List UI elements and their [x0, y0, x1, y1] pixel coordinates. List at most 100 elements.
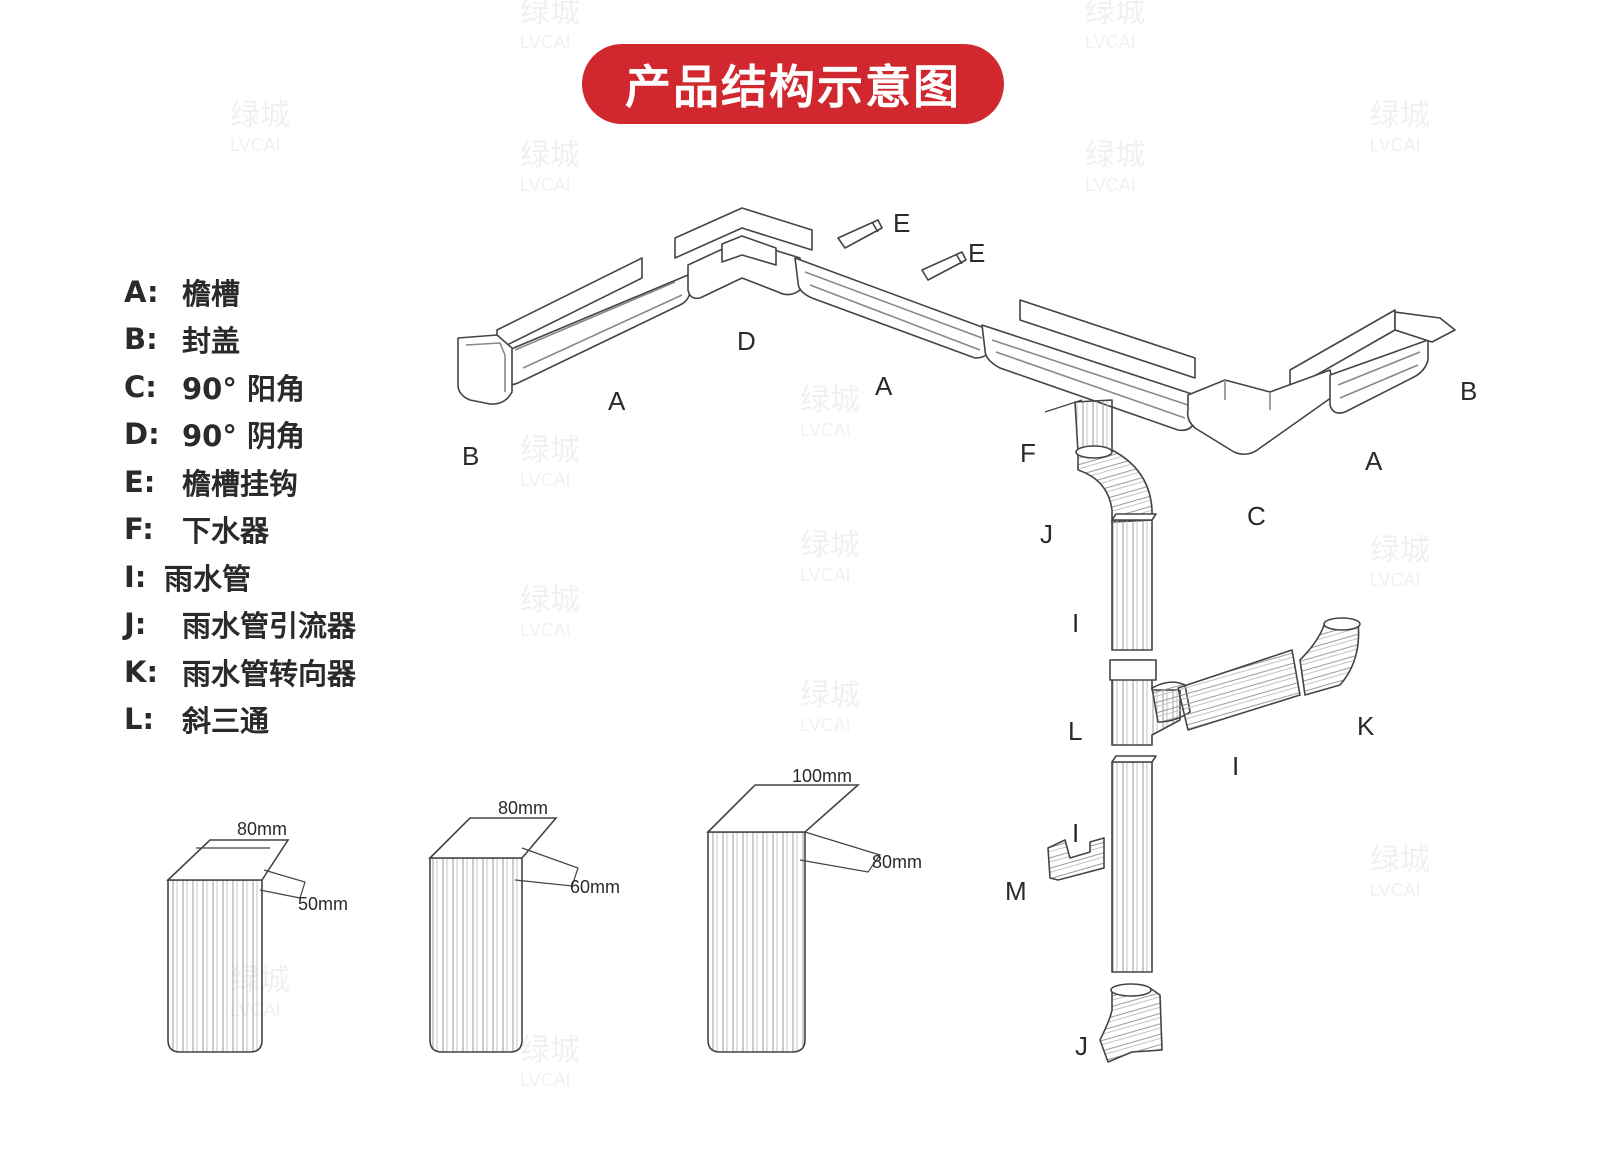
legend-label: 封盖: [182, 324, 241, 359]
label-group: A A A B B C D E E F J J I I I L K M 80mm…: [237, 208, 1477, 1061]
end-cap-b: [457, 334, 513, 405]
watermark-en: LVCAI: [1085, 32, 1136, 52]
watermark-group: 绿城 LVCAI 绿城 LVCAI 绿城 LVCAI 绿城 LVCAI 绿城 L…: [230, 0, 1430, 1090]
legend-label: 雨水管引流器: [182, 609, 357, 644]
legend-key: E:: [124, 464, 156, 499]
legend-label: 90° 阳角: [182, 371, 305, 406]
watermark-cn: 绿城: [1085, 139, 1145, 172]
legend-key: A:: [124, 274, 159, 309]
watermark-cn: 绿城: [800, 529, 860, 562]
shoe-j: [1099, 987, 1163, 1063]
watermark-en: LVCAI: [1085, 175, 1136, 195]
dimension-label: 60mm: [570, 877, 620, 897]
pipe-size-medium: [428, 817, 579, 1053]
dimension-label: 80mm: [498, 798, 548, 818]
watermark-en: LVCAI: [520, 32, 571, 52]
legend-key: C:: [124, 369, 157, 404]
part-label-e: E: [893, 208, 910, 238]
part-label-e: E: [968, 238, 985, 268]
watermark-cn: 绿城: [1370, 844, 1430, 877]
watermark-en: LVCAI: [1370, 135, 1421, 155]
inner-corner-d-socket: [721, 235, 777, 266]
dimension-label: 100mm: [792, 766, 852, 786]
part-label-i: I: [1232, 751, 1239, 781]
watermark-en: LVCAI: [1370, 570, 1421, 590]
legend-key: F:: [124, 512, 154, 547]
part-label-f: F: [1020, 438, 1036, 468]
end-cap-b: [1394, 311, 1456, 343]
part-label-l: L: [1068, 716, 1082, 746]
part-label-j: J: [1075, 1031, 1088, 1061]
legend-item: C: 90° 阳角: [124, 363, 356, 411]
elbow-k: [1299, 621, 1360, 696]
legend-key: B:: [124, 322, 158, 357]
page-title: 产品结构示意图: [582, 44, 1004, 124]
part-label-b: B: [462, 441, 479, 471]
watermark-cn: 绿城: [520, 0, 580, 29]
downpipe-i: [1111, 519, 1153, 651]
part-label-c: C: [1247, 501, 1266, 531]
legend-key: D:: [124, 417, 160, 452]
downpipe-i: [1111, 761, 1153, 973]
outlet-f: [1074, 399, 1113, 453]
part-label-j: J: [1040, 519, 1053, 549]
watermark-cn: 绿城: [800, 384, 860, 417]
legend-item: E: 檐槽挂钩: [124, 458, 356, 506]
watermark-cn: 绿城: [230, 99, 290, 132]
part-label-a: A: [608, 386, 626, 416]
downpipe-i-angled: [1177, 649, 1301, 731]
part-label-k: K: [1357, 711, 1375, 741]
offset-j: [1077, 449, 1153, 523]
legend-key: L:: [124, 702, 155, 737]
watermark-cn: 绿城: [800, 679, 860, 712]
watermark-cn: 绿城: [1370, 99, 1430, 132]
legend-item: L: 斜三通: [124, 696, 356, 744]
part-label-i: I: [1072, 608, 1079, 638]
legend-item: A: 檐槽: [124, 268, 356, 316]
watermark-en: LVCAI: [800, 715, 851, 735]
downpipe-assembly: [1044, 399, 1361, 1063]
legend-label: 90° 阴角: [182, 419, 305, 454]
legend-label: 檐槽挂钩: [182, 466, 299, 501]
gutter-hanger-e: [921, 251, 967, 281]
legend-label: 雨水管: [164, 561, 252, 596]
gutter-hanger-e: [837, 219, 883, 249]
legend-label: 檐槽: [182, 276, 241, 311]
watermark-en: LVCAI: [520, 175, 571, 195]
part-label-a: A: [1365, 446, 1383, 476]
gutter-back-wall: [1019, 299, 1196, 379]
watermark-cn: 绿城: [520, 584, 580, 617]
dimension-label: 80mm: [237, 819, 287, 839]
legend-item: I: 雨水管: [124, 553, 356, 601]
watermark-cn: 绿城: [1370, 534, 1430, 567]
watermark-en: LVCAI: [520, 470, 571, 490]
dimension-label: 80mm: [872, 852, 922, 872]
legend-item: B: 封盖: [124, 316, 356, 364]
legend-item: J: 雨水管引流器: [124, 601, 356, 649]
watermark-cn: 绿城: [1085, 0, 1145, 29]
part-label-d: D: [737, 326, 756, 356]
watermark-cn: 绿城: [520, 434, 580, 467]
part-label-i: I: [1072, 818, 1079, 848]
legend-item: D: 90° 阴角: [124, 411, 356, 459]
watermark-cn: 绿城: [520, 1034, 580, 1067]
part-label-m: M: [1005, 876, 1027, 906]
watermark-en: LVCAI: [800, 565, 851, 585]
legend-label: 下水器: [182, 514, 270, 549]
legend-item: K:雨水管转向器: [124, 648, 356, 696]
legend-item: F: 下水器: [124, 506, 356, 554]
pipe-size-samples: [166, 784, 881, 1053]
pipe-size-small: [166, 839, 306, 1053]
legend-key: I:: [124, 559, 147, 594]
legend-label: 斜三通: [182, 704, 270, 739]
pipe-size-large: [706, 784, 881, 1053]
outer-corner-c: [1186, 369, 1336, 456]
pipe-bracket-m: [1047, 837, 1105, 881]
watermark-en: LVCAI: [800, 420, 851, 440]
legend: A: 檐槽 B: 封盖 C: 90° 阳角 D: 90° 阴角 E: 檐槽挂钩 F: 下水器…: [124, 268, 356, 743]
part-label-b: B: [1460, 376, 1477, 406]
legend-key: J:: [124, 607, 147, 642]
legend-label: 雨水管转向器: [182, 656, 357, 691]
